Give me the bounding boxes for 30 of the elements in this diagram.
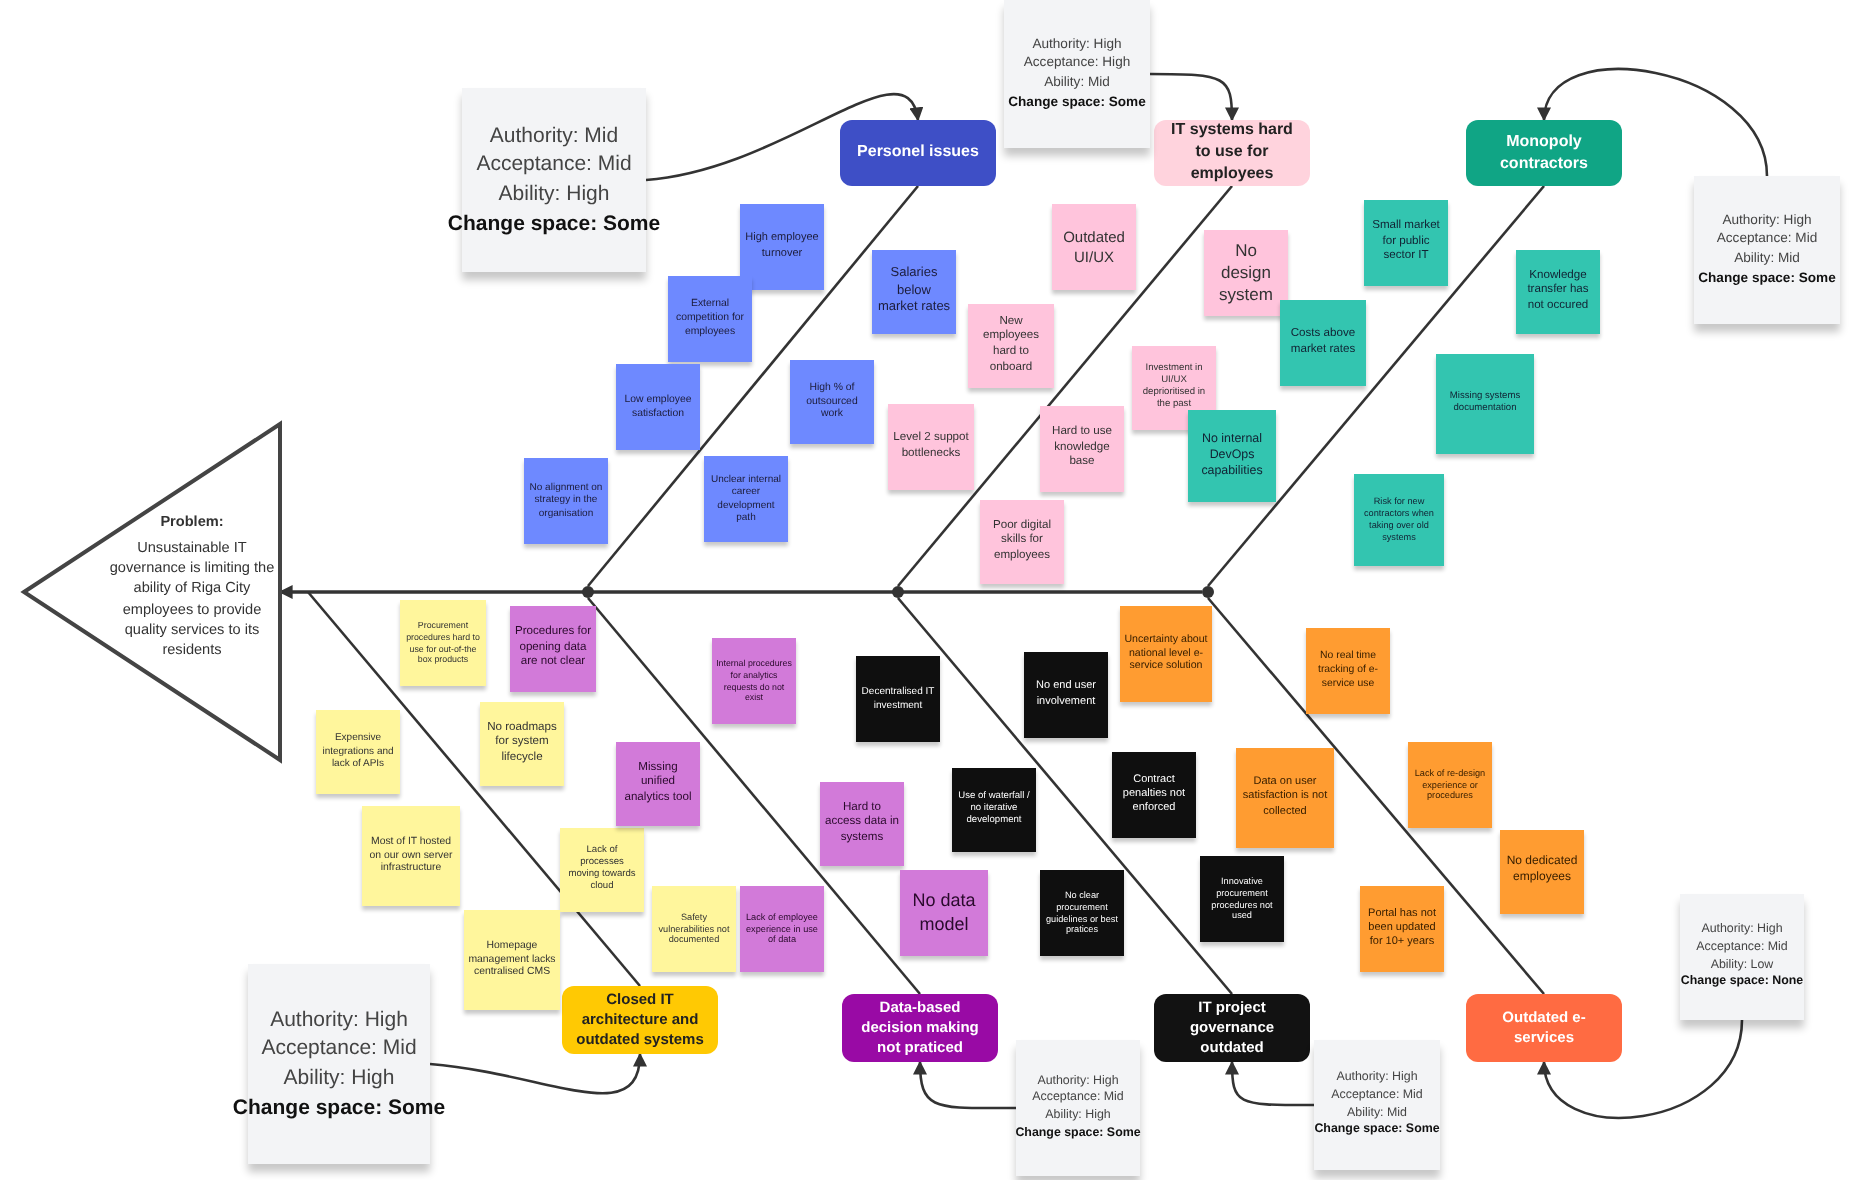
sticky-note: No data model (900, 870, 988, 956)
assessment-line: Ability: High (498, 180, 610, 210)
junction-dot (582, 586, 594, 598)
junction-dot (1202, 586, 1214, 598)
arrow (429, 1052, 646, 1095)
cause-category: Monopoly contractors (1466, 120, 1622, 186)
assessment-card (1680, 894, 1804, 1020)
sticky-note: No design system (1204, 230, 1288, 316)
assessment-card (1016, 1040, 1140, 1176)
assessment-line: Change space: Some (447, 209, 661, 239)
cause-category: IT systems hard to use for employees (1154, 120, 1310, 186)
assessment-line: Authority: Mid (489, 121, 619, 151)
assessment-card (1314, 1040, 1440, 1170)
assessment-card (1004, 0, 1150, 148)
arrow (278, 585, 1202, 599)
assessment-line: Authority: High (270, 1005, 408, 1035)
arrow (1150, 72, 1239, 122)
assessment-line: Acceptance: Mid (476, 150, 632, 180)
arrow (1539, 68, 1769, 177)
arrow (645, 93, 922, 182)
bone-line (307, 591, 641, 987)
arrow (1539, 1019, 1744, 1120)
cause-category: Personel issues (840, 120, 996, 186)
arrow (1225, 1060, 1314, 1107)
assessment-line: Change space: Some (232, 1093, 446, 1123)
assessment-line: Ability: High (283, 1064, 395, 1094)
arrow (913, 1060, 1016, 1110)
assessment-card (1694, 176, 1840, 324)
junction-dot (892, 586, 904, 598)
assessment-line: Acceptance: Mid (261, 1034, 417, 1064)
